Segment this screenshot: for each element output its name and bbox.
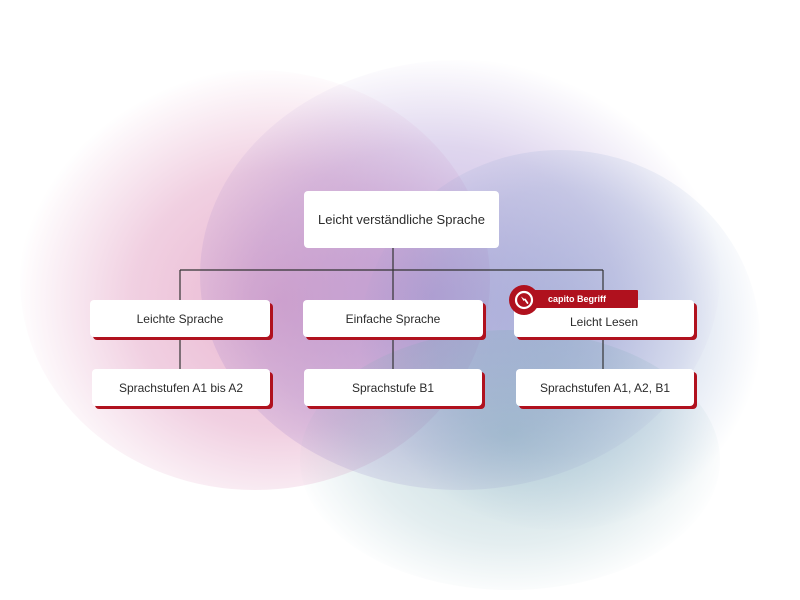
node-sprachstufe-b1: Sprachstufe B1	[304, 369, 482, 406]
node-sprachstufen-a1-a2: Sprachstufen A1 bis A2	[92, 369, 270, 406]
node-leichte-sprache-label: Leichte Sprache	[136, 311, 224, 326]
capito-badge: capito Begriff	[520, 290, 638, 308]
node-einfache-sprache: Einfache Sprache	[303, 300, 483, 337]
node-einfache-sprache-label: Einfache Sprache	[345, 311, 441, 326]
node-sprachstufen-a1-a2-b1-label: Sprachstufen A1, A2, B1	[539, 380, 671, 395]
node-root-label: Leicht verständliche Sprache	[318, 212, 485, 227]
node-sprachstufen-a1-a2-label: Sprachstufen A1 bis A2	[118, 380, 244, 395]
capito-logo-icon	[509, 285, 539, 315]
node-root: Leicht verständliche Sprache	[304, 191, 499, 248]
capito-badge-label: capito Begriff	[548, 294, 607, 304]
node-leichte-sprache: Leichte Sprache	[90, 300, 270, 337]
node-sprachstufen-a1-a2-b1: Sprachstufen A1, A2, B1	[516, 369, 694, 406]
node-sprachstufe-b1-label: Sprachstufe B1	[351, 380, 435, 395]
node-leicht-lesen-label: Leicht Lesen	[569, 314, 639, 329]
